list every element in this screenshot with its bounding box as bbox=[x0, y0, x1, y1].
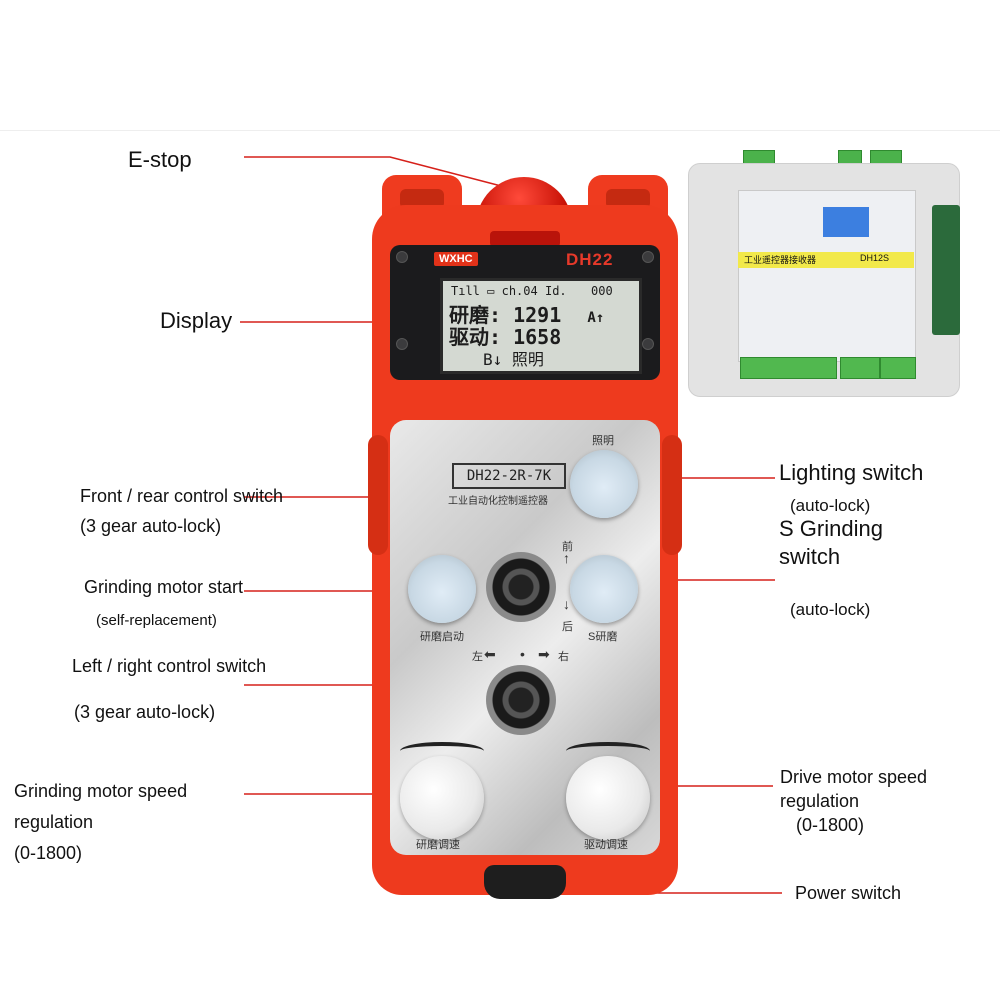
control-panel: DH22-2R-7K 工业自动化控制遥控器 照明 前 ↑ ↓ 后 研磨启动 S研… bbox=[390, 420, 660, 855]
label-power: Power switch bbox=[795, 883, 902, 903]
lcd-screen: Tıll ▭ ch.04 Id. 000 研磨: 1291 A↑ 驱动: 165… bbox=[440, 278, 642, 374]
terminal-block bbox=[740, 357, 837, 379]
remote-controller: WXHC DH22 Tıll ▭ ch.04 Id. 000 研磨: 1291 … bbox=[368, 175, 682, 899]
label-grind-speed-2: regulation bbox=[14, 812, 94, 832]
label-left-right-note: (3 gear auto-lock) bbox=[74, 702, 216, 722]
s-grinding-label: S研磨 bbox=[588, 631, 618, 643]
label-left-right: Left / right control switch bbox=[72, 656, 267, 676]
label-lighting: Lighting switch bbox=[779, 460, 924, 485]
grinding-speed-label: 研磨调速 bbox=[416, 839, 460, 851]
receiver-pcb bbox=[932, 205, 960, 335]
top-divider bbox=[0, 130, 1000, 131]
dir-left-label: 左 bbox=[472, 651, 483, 663]
label-grind-speed: Grinding motor speed bbox=[14, 781, 188, 801]
grinding-start-label: 研磨启动 bbox=[420, 631, 464, 643]
display-frame: WXHC DH22 Tıll ▭ ch.04 Id. 000 研磨: 1291 … bbox=[390, 245, 660, 380]
signal-icon: Tıll bbox=[451, 284, 480, 298]
label-display: Display bbox=[160, 308, 233, 333]
dir-back-label: 后 bbox=[562, 621, 573, 633]
lighting-button[interactable] bbox=[570, 450, 638, 518]
dir-right-label: 右 bbox=[558, 651, 569, 663]
lcd-status-row: Tıll ▭ ch.04 Id. 000 bbox=[451, 284, 613, 298]
line-estop bbox=[244, 156, 506, 188]
grinding-speed-knob[interactable] bbox=[400, 756, 484, 840]
label-estop: E-stop bbox=[128, 147, 192, 172]
label-front-rear-note: (3 gear auto-lock) bbox=[80, 516, 222, 536]
label-drive-speed-2: regulation bbox=[780, 791, 860, 811]
lcd-id-value: 000 bbox=[591, 284, 613, 298]
arrow-up-icon: ↑ bbox=[563, 550, 570, 566]
panel-model: DH22-2R-7K bbox=[452, 463, 566, 489]
label-front-rear: Front / rear control switch bbox=[80, 486, 284, 506]
grinding-start-button[interactable] bbox=[408, 555, 476, 623]
s-grinding-button[interactable] bbox=[570, 555, 638, 623]
lcd-drive-row: 驱动: 1658 bbox=[449, 325, 562, 349]
dir-front-label: 前 bbox=[562, 541, 573, 553]
drive-speed-knob[interactable] bbox=[566, 756, 650, 840]
receiver-board: 工业遥控器接收器 DH12S bbox=[688, 145, 970, 397]
lcd-grind-row: 研磨: 1291 A↑ bbox=[449, 303, 605, 327]
battery-icon: ▭ bbox=[487, 284, 495, 298]
receiver-title-strip: 工业遥控器接收器 DH12S bbox=[738, 252, 914, 268]
terminal-block bbox=[880, 357, 916, 379]
label-grind-speed-range: (0-1800) bbox=[14, 843, 83, 863]
label-grind-start: Grinding motor start bbox=[84, 577, 244, 597]
label-drive-speed: Drive motor speed bbox=[780, 767, 928, 787]
drive-speed-scale bbox=[566, 742, 650, 760]
model-name: DH22 bbox=[566, 250, 614, 269]
front-rear-switch[interactable] bbox=[486, 552, 556, 622]
dot-icon: • bbox=[520, 646, 525, 662]
lcd-id-label: Id. bbox=[544, 284, 567, 298]
label-lighting-note: (auto-lock) bbox=[790, 496, 871, 515]
power-switch[interactable] bbox=[484, 865, 566, 899]
receiver-blue-label bbox=[823, 207, 869, 237]
light-button-label: 照明 bbox=[592, 435, 614, 447]
receiver-title: 工业遥控器接收器 bbox=[744, 255, 817, 265]
label-s-grind-note: (auto-lock) bbox=[790, 600, 871, 619]
receiver-model: DH12S bbox=[860, 253, 890, 263]
drive-speed-label: 驱动调速 bbox=[584, 839, 628, 851]
grind-speed-scale bbox=[400, 742, 484, 760]
panel-subtitle: 工业自动化控制遥控器 bbox=[448, 496, 548, 507]
lcd-drive-value: 1658 bbox=[513, 325, 562, 349]
lcd-channel: ch.04 bbox=[501, 284, 538, 298]
lcd-grind-value: 1291 bbox=[513, 303, 562, 327]
label-s-grind-2: switch bbox=[779, 544, 841, 569]
arrow-down-icon: ↓ bbox=[563, 596, 570, 612]
label-grind-start-note: (self-replacement) bbox=[96, 612, 217, 629]
brand-logo: WXHC bbox=[434, 252, 478, 266]
lcd-light-row: B↓ 照明 bbox=[483, 350, 544, 369]
arrow-left-icon: ⬅ bbox=[484, 646, 496, 662]
left-right-switch[interactable] bbox=[486, 665, 556, 735]
terminal-block bbox=[840, 357, 880, 379]
label-s-grind: S Grinding bbox=[779, 516, 883, 541]
label-drive-speed-range: (0-1800) bbox=[796, 815, 865, 835]
arrow-right-icon: ➡ bbox=[538, 646, 550, 662]
